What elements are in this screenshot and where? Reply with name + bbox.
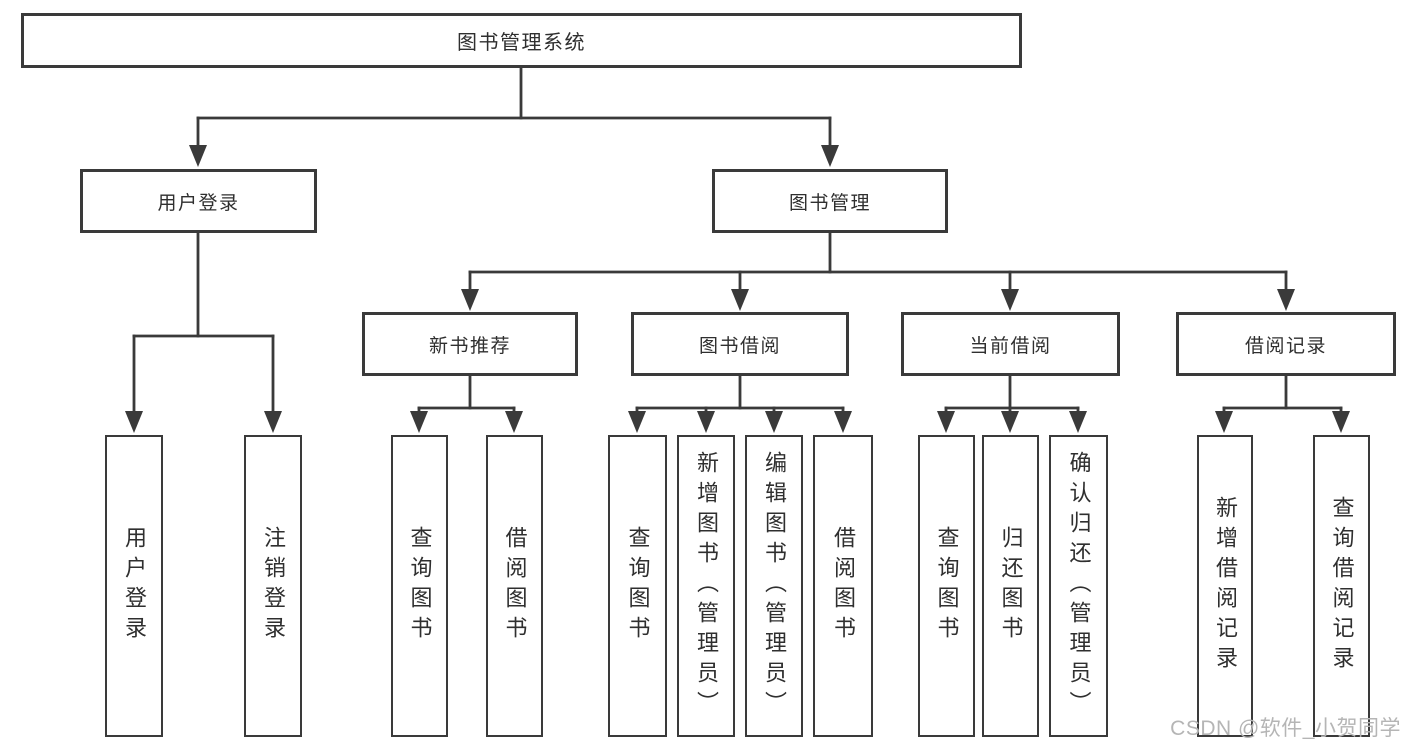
node-leaf-borrow-book-1: 借阅图书: [486, 435, 543, 737]
node-current-borrow: 当前借阅: [901, 312, 1120, 376]
node-label: 借阅记录: [1244, 335, 1327, 357]
edge-borrow-record-to-leaves: [1215, 374, 1350, 433]
node-leaf-borrow-book-2: 借阅图书: [813, 435, 873, 737]
node-new-book-recommend: 新书推荐: [362, 312, 578, 376]
node-user-login: 用户登录: [80, 169, 317, 233]
node-label: 当前借阅: [969, 335, 1052, 357]
arrowhead: [1001, 289, 1019, 311]
edge-book-borrow-to-leaves: [628, 374, 852, 433]
node-borrow-record: 借阅记录: [1176, 312, 1396, 376]
node-book-borrow: 图书借阅: [631, 312, 849, 376]
node-leaf-query-book-3: 查询图书: [918, 435, 975, 737]
edge-root-to-level2: [189, 66, 839, 167]
node-leaf-add-book-admin: 新增图书（管理员）: [677, 435, 735, 737]
arrowhead: [765, 411, 783, 433]
node-leaf-query-book-1: 查询图书: [391, 435, 448, 737]
node-library-system: 图书管理系统: [21, 13, 1022, 68]
arrowhead: [1215, 411, 1233, 433]
node-leaf-logout: 注销登录: [244, 435, 302, 737]
node-label: 借阅图书: [831, 526, 856, 646]
arrowhead: [821, 145, 839, 167]
arrowhead: [410, 411, 428, 433]
edge-new-book-to-leaves: [410, 374, 523, 433]
node-label: 查询借阅记录: [1329, 496, 1355, 676]
node-label: 新增借阅记录: [1213, 496, 1238, 676]
arrowhead: [264, 411, 282, 433]
arrowhead: [731, 289, 749, 311]
node-label: 图书借阅: [698, 335, 781, 357]
edge-user-login-to-leaves: [125, 231, 282, 433]
node-label: 用户登录: [122, 526, 147, 646]
node-label: 查询图书: [407, 526, 433, 646]
arrowhead: [189, 145, 207, 167]
node-leaf-edit-book-admin: 编辑图书（管理员）: [745, 435, 803, 737]
node-label: 查询图书: [934, 526, 960, 646]
node-label: 查询图书: [625, 526, 651, 646]
arrowhead: [1332, 411, 1350, 433]
node-label: 借阅图书: [502, 526, 528, 646]
node-label: 图书管理系统: [457, 32, 586, 54]
csdn-watermark: CSDN @软件_小贺同学: [1170, 717, 1401, 740]
node-label: 编辑图书（管理员）: [762, 451, 787, 721]
node-leaf-user-login: 用户登录: [105, 435, 163, 737]
node-leaf-query-borrow-record: 查询借阅记录: [1313, 435, 1370, 737]
node-book-management: 图书管理: [712, 169, 948, 233]
arrowhead: [937, 411, 955, 433]
arrowhead: [125, 411, 143, 433]
node-label: 确认归还（管理员）: [1066, 451, 1092, 721]
node-leaf-add-borrow-record: 新增借阅记录: [1197, 435, 1253, 737]
node-label: 新书推荐: [428, 335, 511, 357]
node-label: 图书管理: [788, 192, 871, 214]
node-leaf-query-book-2: 查询图书: [608, 435, 667, 737]
edge-book-management-to-level3: [461, 231, 1295, 311]
node-label: 注销登录: [261, 526, 286, 646]
arrowhead: [834, 411, 852, 433]
arrowhead: [461, 289, 479, 311]
arrowhead: [1277, 289, 1295, 311]
arrowhead: [697, 411, 715, 433]
arrowhead: [505, 411, 523, 433]
node-label: 归还图书: [998, 526, 1024, 646]
node-label: 用户登录: [157, 192, 240, 214]
arrowhead: [1001, 411, 1019, 433]
arrowhead: [628, 411, 646, 433]
node-label: 新增图书（管理员）: [694, 451, 719, 721]
node-leaf-confirm-return-admin: 确认归还（管理员）: [1049, 435, 1108, 737]
arrowhead: [1069, 411, 1087, 433]
node-leaf-return-book: 归还图书: [982, 435, 1039, 737]
edge-current-borrow-to-leaves: [937, 374, 1087, 433]
